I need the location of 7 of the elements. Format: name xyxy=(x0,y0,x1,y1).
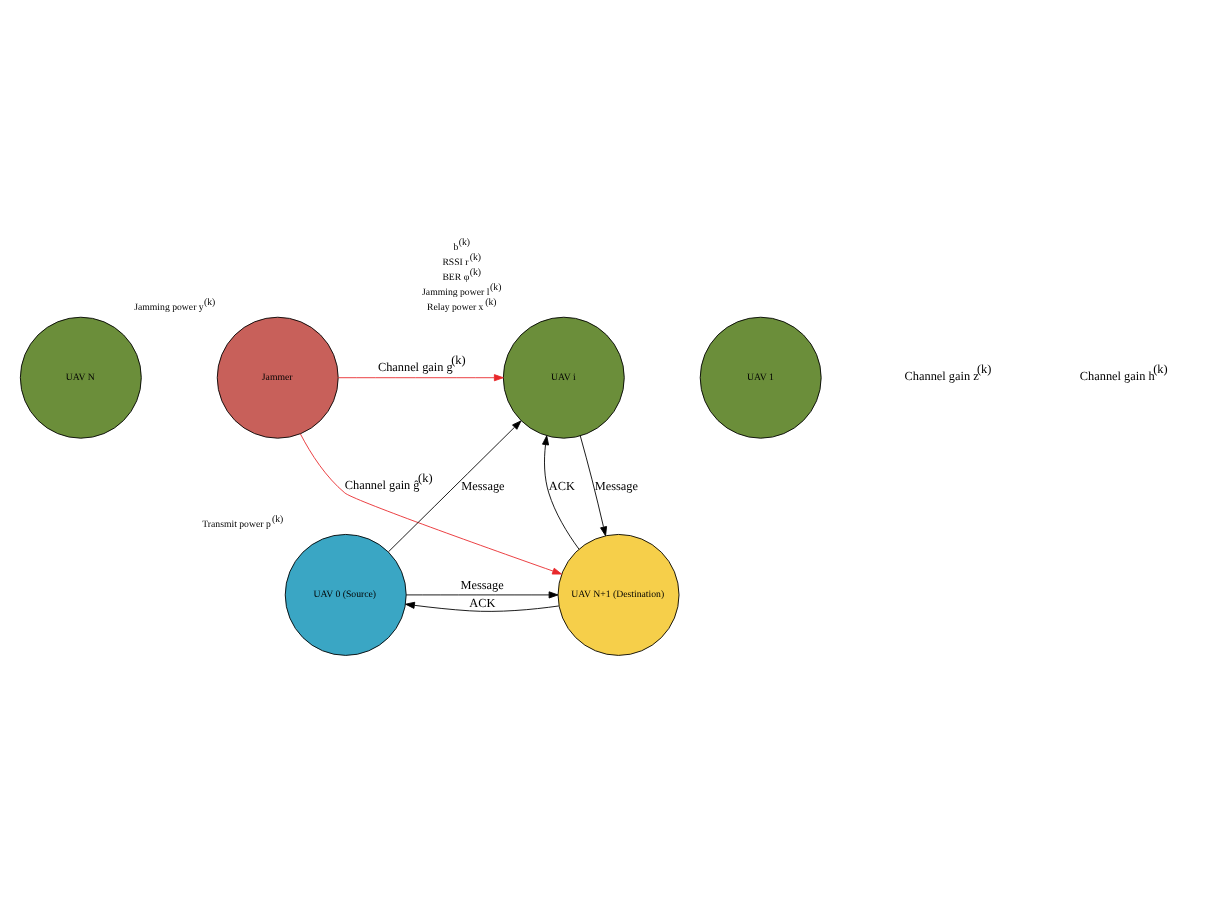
arrow xyxy=(405,601,560,612)
arrow xyxy=(542,435,580,550)
arrow xyxy=(337,374,504,382)
arrow xyxy=(299,433,562,575)
arrow xyxy=(405,591,559,599)
arrow xyxy=(388,420,522,553)
arrow xyxy=(579,435,608,537)
